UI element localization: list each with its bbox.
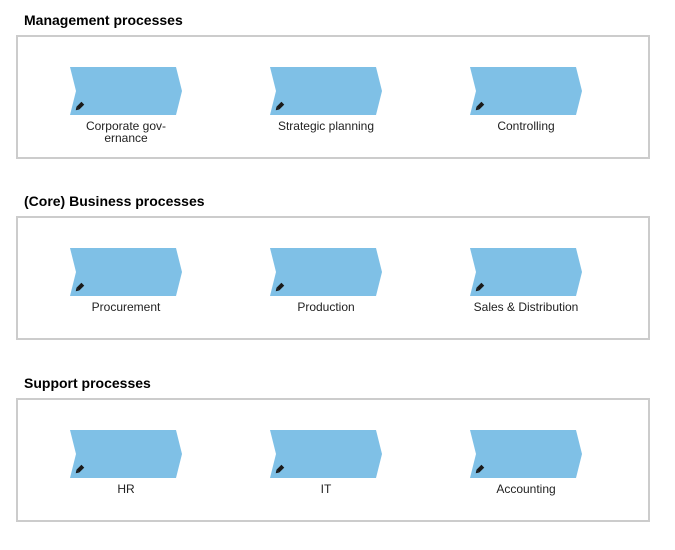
process-strategic-planning[interactable]: Strategic planning (270, 67, 382, 159)
pencil-icon (75, 282, 85, 292)
pencil-icon (275, 464, 285, 474)
group-title-support: Support processes (24, 375, 151, 391)
process-chevron (70, 430, 182, 478)
process-chevron (70, 248, 182, 296)
process-label: IT (320, 482, 332, 496)
group-title-management: Management processes (24, 12, 183, 28)
process-it[interactable]: IT (270, 430, 382, 522)
process-chevron (70, 67, 182, 115)
pencil-icon (275, 101, 285, 111)
pencil-icon (75, 101, 85, 111)
pencil-icon (275, 282, 285, 292)
process-production[interactable]: Production (270, 248, 382, 340)
process-chevron (470, 430, 582, 478)
process-hr[interactable]: HR (70, 430, 182, 522)
process-label: HR (117, 482, 135, 496)
process-chevron (270, 67, 382, 115)
process-procurement[interactable]: Procurement (70, 248, 182, 340)
pencil-icon (475, 464, 485, 474)
pencil-icon (75, 464, 85, 474)
process-accounting[interactable]: Accounting (470, 430, 582, 522)
process-chevron (470, 67, 582, 115)
process-label: Strategic planning (277, 119, 375, 133)
process-label: Production (297, 300, 355, 314)
process-chevron (270, 430, 382, 478)
process-corporate-governance[interactable]: Corporate gov- ernance (70, 67, 182, 159)
process-sales-distribution[interactable]: Sales & Distribution (470, 248, 582, 340)
process-chevron (270, 248, 382, 296)
process-label: Procurement (91, 300, 161, 314)
process-label: Corporate gov- ernance (85, 119, 167, 145)
process-label: Accounting (496, 482, 556, 496)
group-box-core-business: Procurement Production Sales & Distribut… (16, 216, 650, 340)
process-label: Controlling (497, 119, 555, 133)
group-box-support: HR IT Accounting (16, 398, 650, 522)
pencil-icon (475, 101, 485, 111)
process-label: Sales & Distribution (473, 300, 579, 314)
group-title-core-business: (Core) Business processes (24, 193, 205, 209)
process-controlling[interactable]: Controlling (470, 67, 582, 159)
group-box-management: Corporate gov- ernance Strategic plannin… (16, 35, 650, 159)
pencil-icon (475, 282, 485, 292)
process-chevron (470, 248, 582, 296)
